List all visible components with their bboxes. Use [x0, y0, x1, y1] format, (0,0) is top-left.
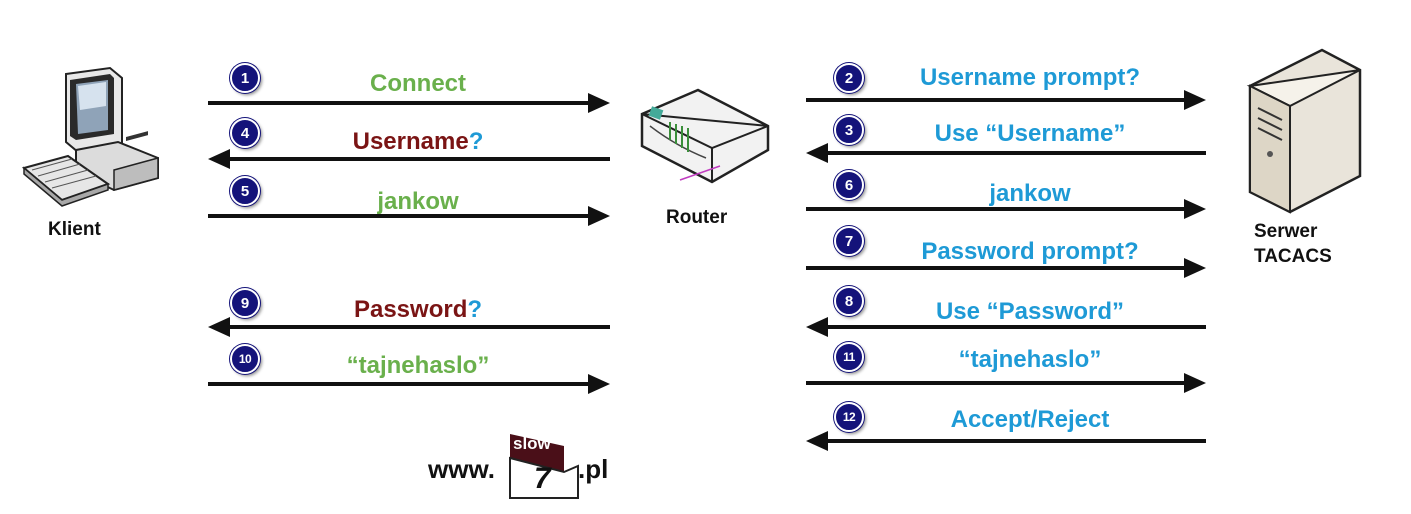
message-label: “tajnehaslo”: [830, 346, 1230, 374]
site-logo: www. slow 7 .pl: [428, 432, 668, 502]
arrow-head: [588, 374, 610, 394]
arrow-head: [806, 431, 828, 451]
step-number-badge: 1: [230, 63, 260, 93]
client-label: Klient: [48, 219, 101, 240]
logo-prefix: www.: [428, 454, 495, 484]
message-label: jankow: [830, 180, 1230, 208]
message-text: jankow: [989, 180, 1071, 207]
message-text: Password prompt?: [921, 238, 1139, 265]
message-text: Connect: [370, 70, 466, 97]
message-text: Accept/Reject: [950, 406, 1110, 433]
arrow-left: [806, 143, 1206, 163]
message-label: Password?: [218, 296, 618, 324]
step-number-badge: 3: [834, 115, 864, 145]
step-number-badge: 4: [230, 118, 260, 148]
arrow-head: [208, 149, 230, 169]
message-text: “tajnehaslo”: [958, 346, 1102, 373]
arrow-head: [588, 93, 610, 113]
server-label-line2: TACACS: [1254, 246, 1332, 267]
arrow-right: [806, 199, 1206, 219]
router-icon: [636, 86, 776, 196]
logo-digit: 7: [534, 462, 551, 495]
arrow-left: [806, 431, 1206, 451]
message-label: Password prompt?: [830, 238, 1230, 266]
message-text: Use “Password”: [935, 298, 1125, 325]
logo-suffix: .pl: [578, 454, 609, 484]
message-text: Username prompt?: [919, 64, 1141, 91]
message-label: Use “Username”: [830, 120, 1230, 148]
server-icon: [1246, 46, 1366, 216]
client-computer-icon: [18, 66, 168, 216]
step-number-badge: 2: [834, 63, 864, 93]
arrow-head: [1184, 90, 1206, 110]
arrow-head: [806, 317, 828, 337]
arrow-right: [208, 374, 610, 394]
server-label-line1: Serwer: [1254, 221, 1318, 242]
message-text: Use “Username”: [934, 120, 1126, 147]
step-number-badge: 8: [834, 286, 864, 316]
step-number-badge: 9: [230, 288, 260, 318]
logo-mark: slow 7: [506, 432, 580, 500]
arrow-left: [806, 317, 1206, 337]
arrow-right: [208, 93, 610, 113]
router-label: Router: [666, 207, 728, 228]
message-text: “tajnehaslo”: [346, 352, 490, 379]
message-text: jankow: [377, 188, 459, 215]
message-label: “tajnehaslo”: [218, 352, 618, 380]
message-label: Username prompt?: [830, 64, 1230, 92]
logo-top-text: slow: [513, 434, 551, 453]
step-number-badge: 7: [834, 226, 864, 256]
message-text: ?: [468, 128, 484, 155]
arrow-head: [208, 317, 230, 337]
arrow-right: [806, 90, 1206, 110]
message-label: Accept/Reject: [830, 406, 1230, 434]
arrow-left: [208, 317, 610, 337]
arrow-head: [588, 206, 610, 226]
arrow-right: [208, 206, 610, 226]
message-label: Use “Password”: [830, 298, 1230, 326]
arrow-right: [806, 258, 1206, 278]
arrow-right: [806, 373, 1206, 393]
arrow-head: [1184, 373, 1206, 393]
message-label: Username?: [218, 128, 618, 156]
arrow-head: [1184, 258, 1206, 278]
message-label: jankow: [218, 188, 618, 216]
step-number-badge: 10: [230, 344, 260, 374]
step-number-badge: 6: [834, 170, 864, 200]
message-text: ?: [467, 296, 483, 323]
step-number-badge: 11: [834, 342, 864, 372]
message-label: Connect: [218, 70, 618, 98]
step-number-badge: 5: [230, 176, 260, 206]
arrow-left: [208, 149, 610, 169]
step-number-badge: 12: [834, 402, 864, 432]
arrow-head: [1184, 199, 1206, 219]
message-text: Password: [353, 296, 468, 323]
arrow-head: [806, 143, 828, 163]
message-text: Username: [352, 128, 469, 155]
